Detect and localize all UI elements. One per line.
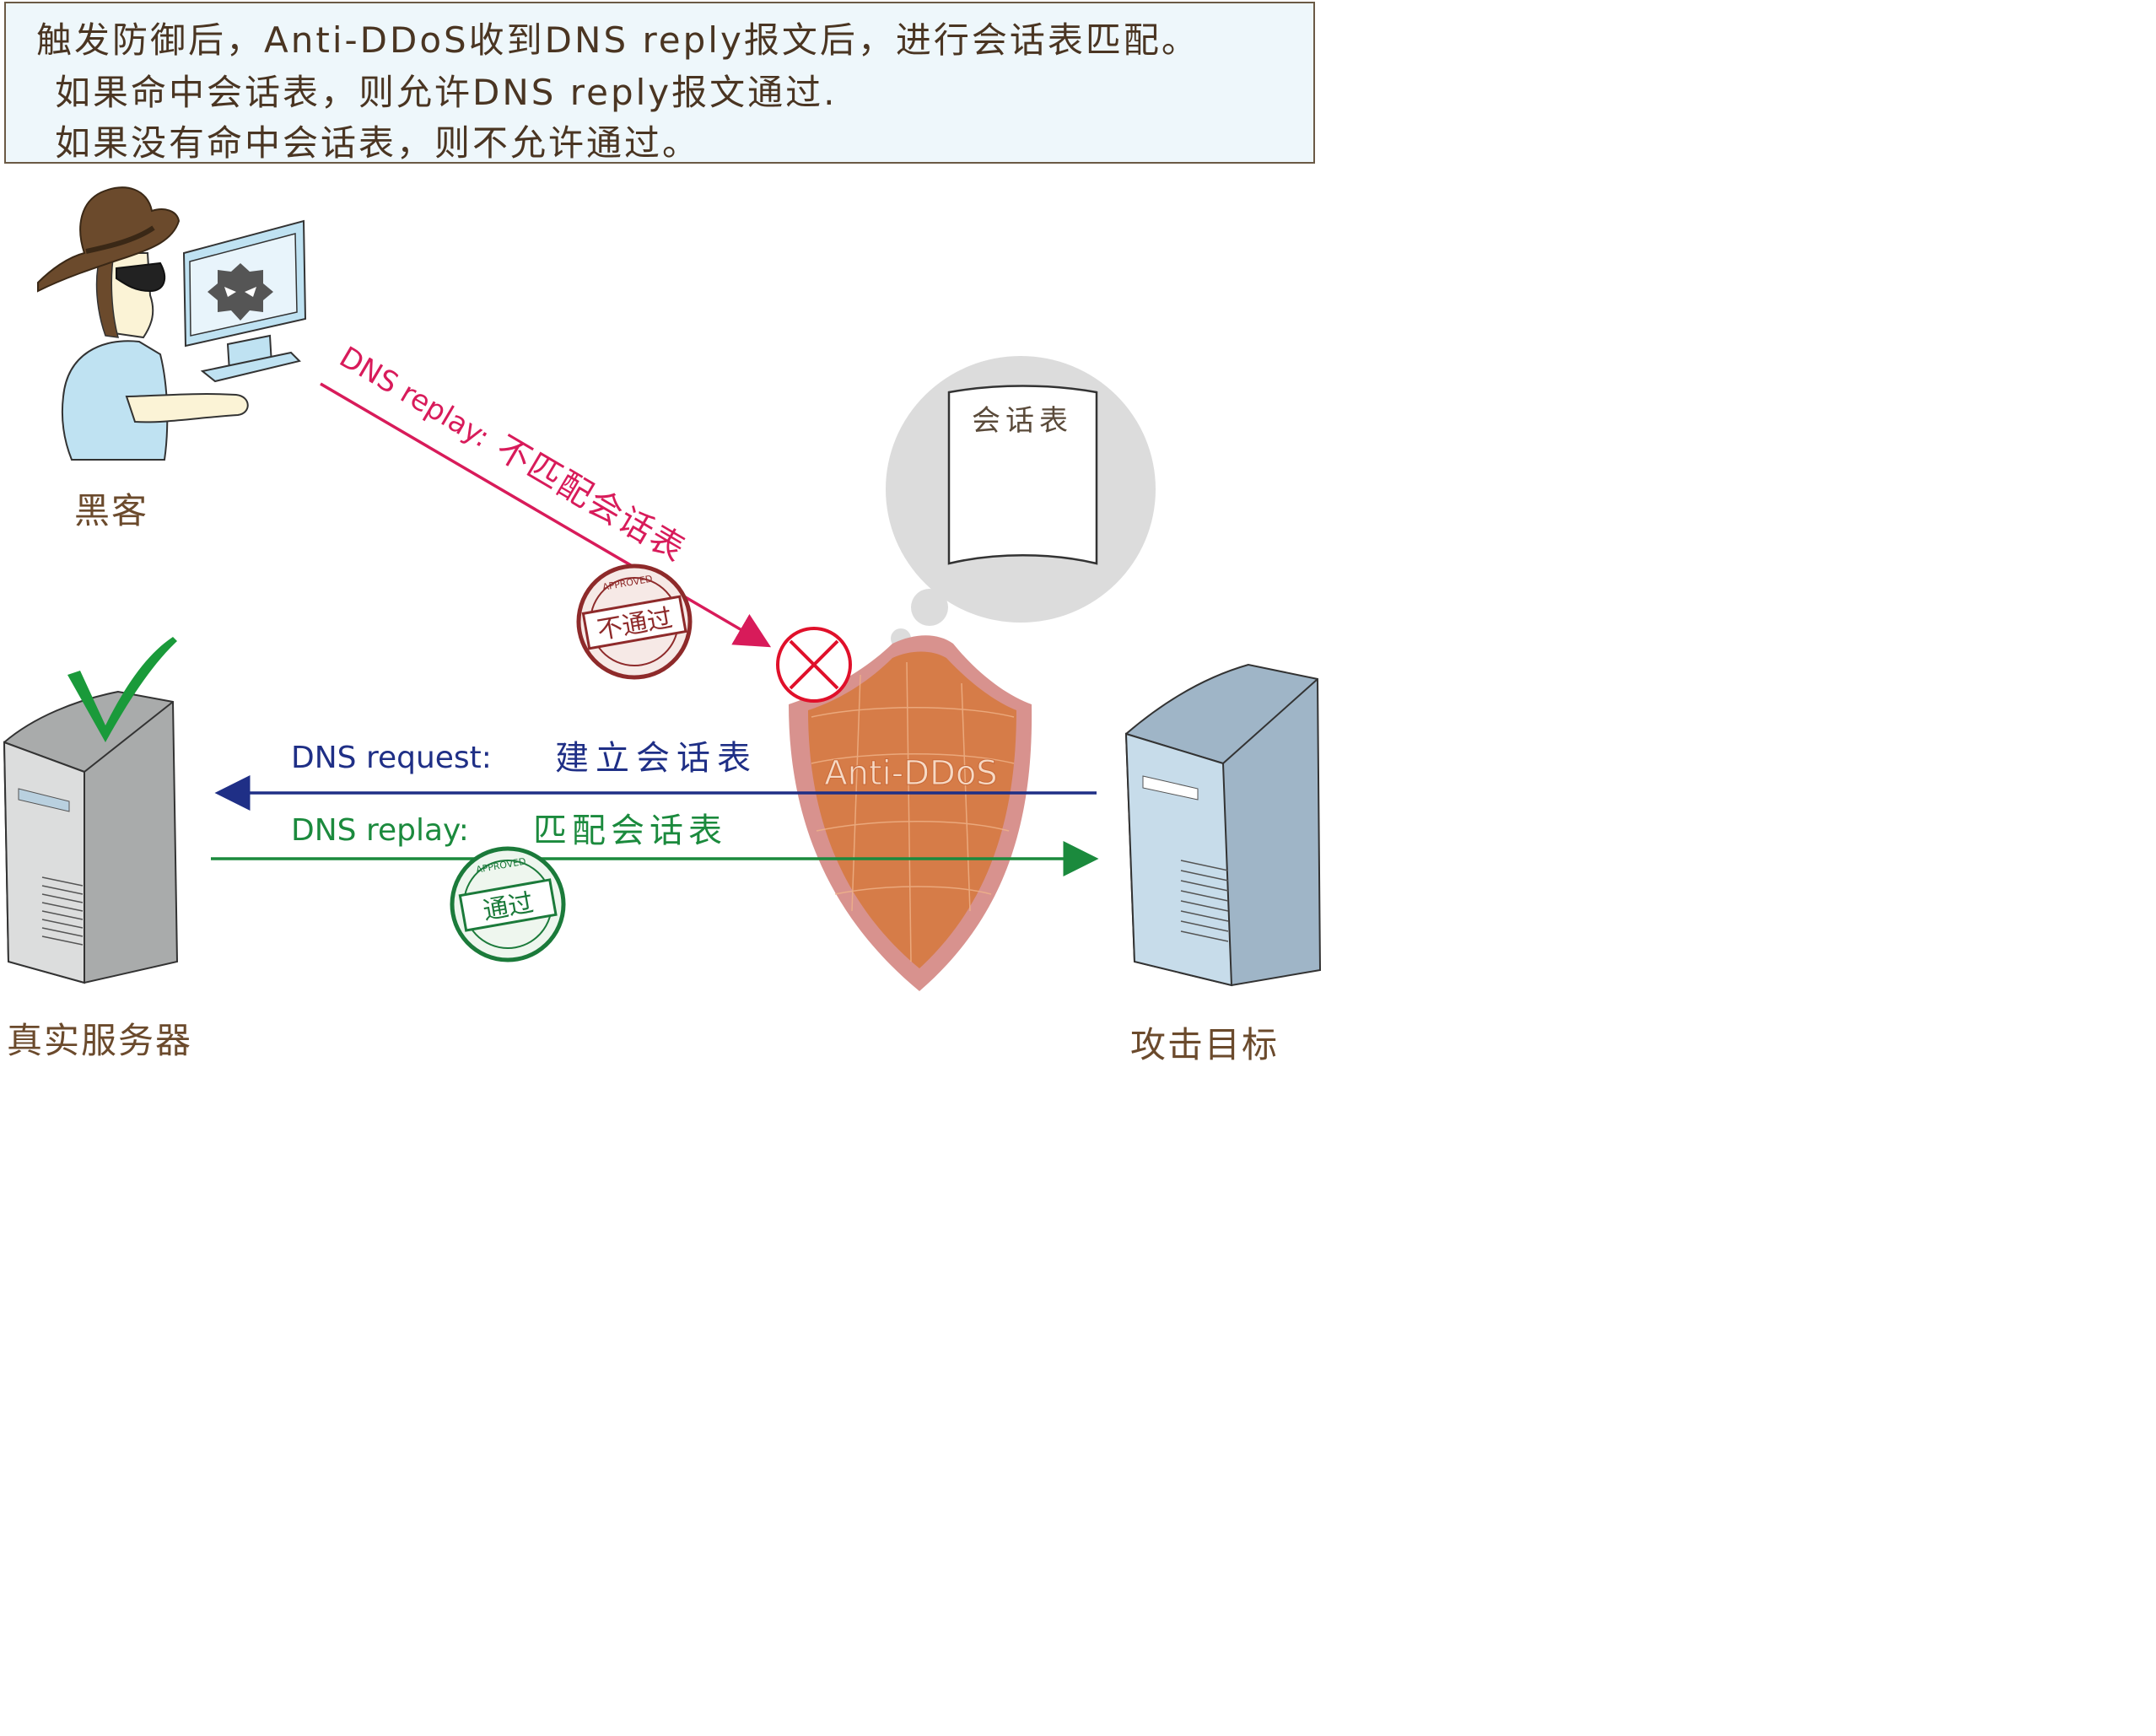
hacker-label: 黑客: [74, 490, 149, 531]
reply-label-en: DNS replay:: [291, 813, 469, 848]
note-line-1: 触发防御后，Anti-DDoS收到DNS reply报文后，进行会话表匹配。: [36, 19, 1199, 61]
request-label-zh: 建立会话表: [555, 739, 757, 778]
note-line-2: 如果命中会话表，则允许DNS reply报文通过.: [55, 72, 838, 113]
session-table-title: 会话表: [972, 404, 1073, 438]
explanation-box: 触发防御后，Anti-DDoS收到DNS reply报文后，进行会话表匹配。 如…: [4, 2, 1315, 164]
check-icon: [67, 637, 177, 742]
malware-icon: [208, 263, 273, 321]
diagram-canvas: APPROVED 不通过 APPROVED 通过 会话表 Anti-DDoS D…: [3, 186, 1322, 991]
request-label-en: DNS request:: [291, 741, 492, 775]
real-server-label: 真实服务器: [7, 1020, 193, 1061]
reject-stamp: APPROVED 不通过: [576, 563, 693, 680]
real-server-icon: [3, 690, 179, 984]
target-label: 攻击目标: [1130, 1024, 1280, 1065]
hacker-figure: [37, 186, 249, 461]
target-server-icon: [1124, 663, 1322, 987]
firewall-label: Anti-DDoS: [824, 754, 997, 793]
reject-icon: [776, 627, 852, 703]
pass-stamp: APPROVED 通过: [450, 846, 566, 962]
attack-label-group: DNS replay: 不匹配会话表: [333, 340, 692, 569]
reply-label-zh: 匹配会话表: [533, 811, 727, 850]
session-table-document: [947, 385, 1098, 565]
attack-arrow: [320, 382, 772, 648]
anti-ddos-shield: [789, 635, 1032, 991]
note-line-3: 如果没有命中会话表，则不允许通过。: [55, 122, 701, 164]
